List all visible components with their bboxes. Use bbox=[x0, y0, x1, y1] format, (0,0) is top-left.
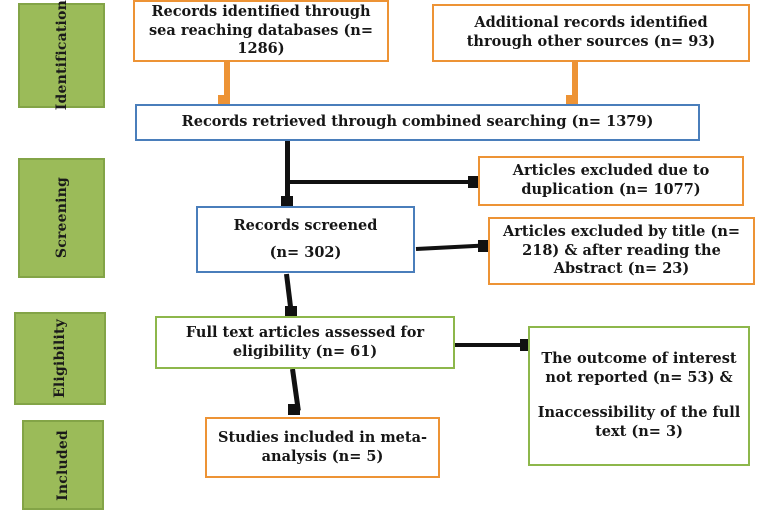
node-studies-included[interactable]: Studies included in meta-analysis (n= 5) bbox=[205, 417, 440, 478]
node-outcome-not-reported-line2: Inaccessibility of the full text (n= 3) bbox=[537, 404, 741, 440]
node-records-retrieved-text: Records retrieved through combined searc… bbox=[181, 113, 654, 131]
node-records-screened-line1: Records screened bbox=[233, 216, 378, 234]
stage-label-screening-text: Screening bbox=[53, 177, 70, 259]
node-records-retrieved[interactable]: Records retrieved through combined searc… bbox=[135, 104, 700, 141]
node-full-text-assessed[interactable]: Full text articles assessed for eligibil… bbox=[155, 316, 455, 369]
node-excluded-title-text: Articles excluded by title (n= 218) & af… bbox=[502, 222, 741, 278]
node-outcome-not-reported[interactable]: The outcome of interest not reported (n=… bbox=[528, 326, 750, 466]
node-full-text-assessed-text: Full text articles assessed for eligibil… bbox=[185, 323, 425, 360]
stage-label-identification: Identification bbox=[18, 0, 105, 111]
stage-label-identification-text: Identification bbox=[53, 0, 70, 111]
stage-label-eligibility-text: Eligibility bbox=[52, 319, 68, 398]
stage-label-eligibility: Eligibility bbox=[14, 312, 106, 405]
node-records-screened[interactable]: Records screened (n= 302) bbox=[196, 206, 415, 273]
node-records-identified[interactable]: Records identified through sea reaching … bbox=[133, 0, 389, 62]
node-excluded-duplication[interactable]: Articles excluded due to duplication (n=… bbox=[478, 156, 744, 206]
node-records-screened-line2: (n= 302) bbox=[269, 243, 342, 261]
node-outcome-not-reported-line1: The outcome of interest not reported (n=… bbox=[541, 350, 737, 387]
stage-label-screening: Screening bbox=[18, 158, 105, 278]
node-excluded-duplication-text: Articles excluded due to duplication (n=… bbox=[512, 162, 710, 198]
stage-label-included: Included bbox=[22, 420, 104, 510]
node-additional-records[interactable]: Additional records identified through ot… bbox=[432, 4, 750, 62]
node-studies-included-text: Studies included in meta-analysis (n= 5) bbox=[217, 428, 428, 465]
stage-label-included-text: Included bbox=[55, 429, 71, 501]
node-records-identified-text: Records identified through sea reaching … bbox=[148, 2, 373, 58]
node-additional-records-text: Additional records identified through ot… bbox=[466, 14, 716, 50]
node-excluded-title[interactable]: Articles excluded by title (n= 218) & af… bbox=[488, 217, 755, 285]
